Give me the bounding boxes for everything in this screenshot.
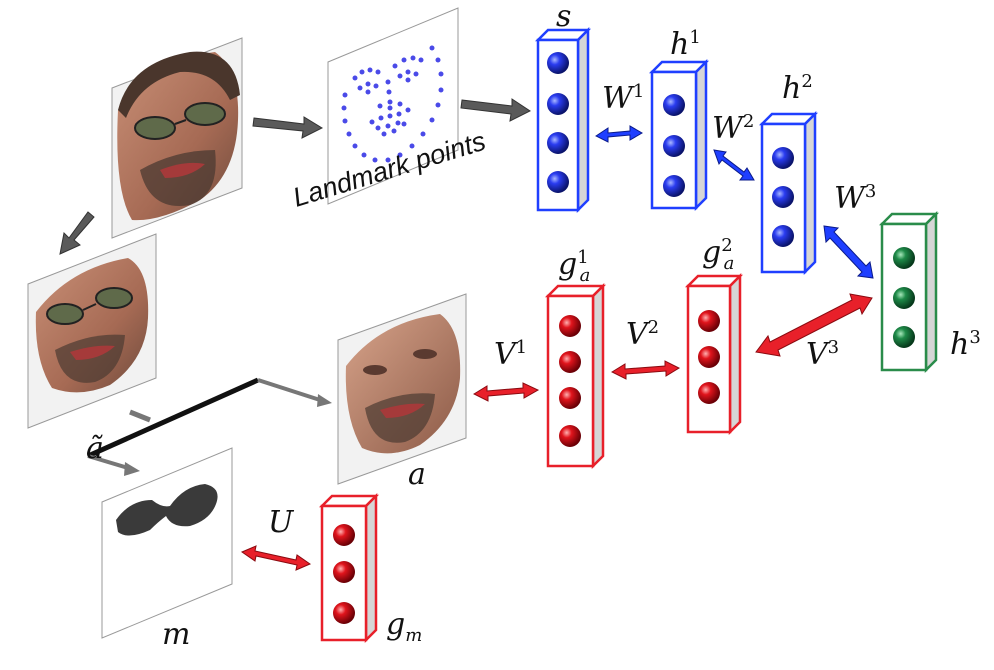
masked-face-panel [27, 233, 157, 429]
node [559, 425, 581, 447]
arrow-landmarks-to-s [460, 98, 531, 122]
node [547, 171, 569, 193]
layer-ga1 [544, 282, 607, 470]
label-ga2: g2a [702, 235, 735, 274]
label-w2: W2 [712, 111, 755, 146]
layer-ga2 [684, 272, 744, 436]
label-v1: V1 [494, 337, 528, 372]
node [772, 186, 794, 208]
layer-gm [318, 492, 380, 644]
arrow-v1 [472, 382, 540, 402]
node [893, 247, 915, 269]
node [893, 287, 915, 309]
node [698, 382, 720, 404]
mask-panel [101, 447, 233, 639]
node [772, 225, 794, 247]
node [559, 315, 581, 337]
node [772, 147, 794, 169]
label-s: s [556, 0, 572, 34]
node [698, 346, 720, 368]
label-h3: h3 [950, 327, 981, 362]
label-w1: W1 [602, 81, 645, 116]
arrow-v3 [755, 293, 873, 357]
arrow-u [240, 545, 312, 571]
arrow-face-to-atilde [59, 211, 95, 255]
label-m: m [162, 617, 191, 652]
node [547, 52, 569, 74]
node [559, 351, 581, 373]
node [547, 93, 569, 115]
split-arrow [86, 377, 332, 476]
node [663, 175, 685, 197]
arrow-w3 [823, 225, 874, 279]
node [698, 310, 720, 332]
node [333, 524, 355, 546]
process-arrows [59, 98, 531, 255]
arrow-v2 [610, 360, 681, 380]
label-a-tilde: ã [86, 431, 104, 466]
input-face-photo [111, 37, 243, 239]
label-u: U [268, 505, 294, 540]
label-h2: h2 [782, 71, 813, 106]
label-w3: W3 [834, 181, 877, 216]
arrow-face-to-landmarks [252, 116, 324, 139]
arrow-w2 [713, 149, 755, 181]
node [663, 94, 685, 116]
weight-arrows-red [240, 293, 873, 571]
arrow-w1 [595, 125, 643, 143]
node [663, 135, 685, 157]
layer-h3 [878, 210, 940, 374]
landmark-panel [327, 7, 459, 205]
node [893, 326, 915, 348]
label-ga1: g1a [558, 247, 591, 286]
layer-s [534, 26, 592, 214]
node [333, 561, 355, 583]
node [547, 132, 569, 154]
layer-h2 [758, 110, 819, 276]
weight-arrows-blue [595, 125, 874, 279]
node [333, 602, 355, 624]
label-a: a [408, 457, 426, 492]
label-v3: V3 [806, 337, 840, 372]
node [559, 387, 581, 409]
reconstructed-face-panel [337, 293, 467, 485]
label-gm: gm [386, 607, 423, 646]
label-h1: h1 [670, 27, 701, 62]
layer-h1 [648, 58, 710, 212]
label-v2: V2 [626, 317, 660, 352]
